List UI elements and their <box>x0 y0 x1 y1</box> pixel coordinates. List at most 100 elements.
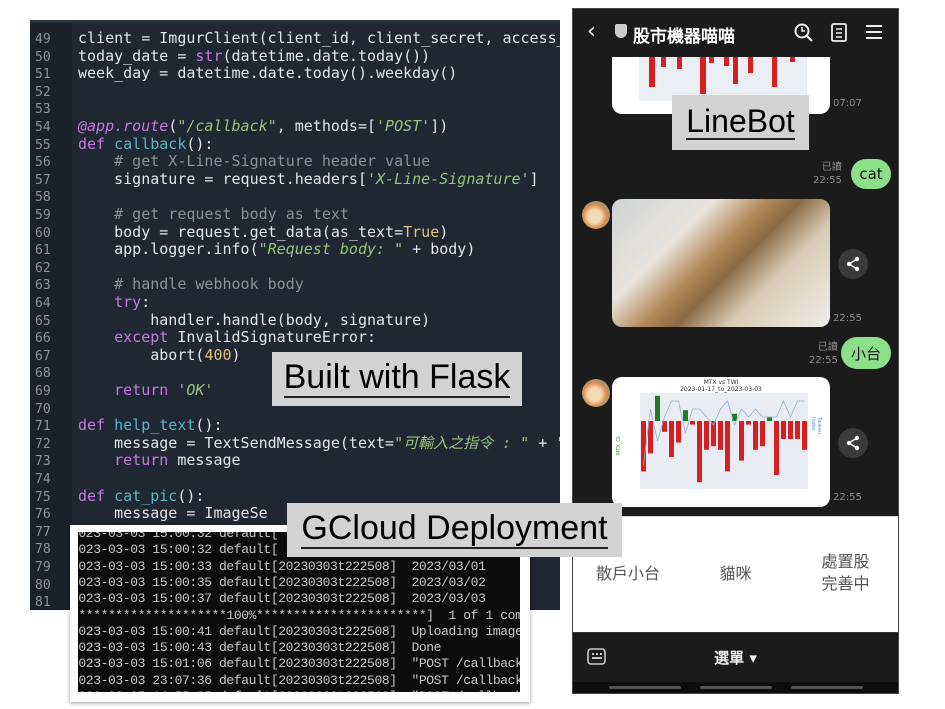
cat-photo[interactable] <box>612 199 830 327</box>
terminal-line: 2023-03-03 15:00:43 default[20230303t222… <box>78 640 442 656</box>
line-number: 73 <box>35 454 51 470</box>
chat-header: ‹ 股市機器喵喵 <box>573 9 898 57</box>
line-number: 67 <box>35 348 51 364</box>
sent-message-bubble[interactable]: 小台 <box>841 337 891 369</box>
code-line: 77 <box>30 523 78 541</box>
code-token: def <box>78 134 115 153</box>
code-token: week_day = datetime.date.today().weekday… <box>78 64 458 83</box>
code-line: 76 message = ImageSe <box>30 504 268 523</box>
code-token: ] <box>529 169 539 188</box>
bot-avatar[interactable] <box>582 201 610 229</box>
rich-menu-item-retail-mtx[interactable]: 散戶小台 <box>595 564 660 583</box>
terminal-line: 2023-03-03 23:07:36 default[20230303t222… <box>78 672 520 688</box>
code-line: 52 <box>30 83 78 101</box>
line-number: 49 <box>35 32 51 47</box>
code-token: callback <box>114 134 187 153</box>
code-token: help_text <box>114 416 196 435</box>
code-token: (): <box>195 416 223 435</box>
code-token: message = TextSendMessage(text= <box>78 433 395 452</box>
code-token: "\n" <box>556 434 560 452</box>
code-line: 66 except InvalidSignatureError: <box>30 328 376 347</box>
code-token: return <box>78 381 178 399</box>
terminal-line: *********************100%***************… <box>78 607 520 623</box>
shield-icon <box>615 24 627 38</box>
nav-home[interactable] <box>700 686 772 689</box>
rich-menu-item-cat[interactable]: 貓咪 <box>719 564 752 583</box>
code-line: 54@app.route("/callback", methods=['POST… <box>30 117 449 136</box>
code-token: # get request body as text <box>78 205 349 223</box>
hamburger-menu-icon[interactable] <box>865 24 883 40</box>
read-status: 已讀 <box>817 342 838 353</box>
bottom-bar: 選單 ▾ <box>573 632 898 682</box>
chart-bar <box>683 410 688 421</box>
code-token: client = ImgurClient(client_id, client_s… <box>78 29 560 47</box>
chart-bar <box>641 421 646 472</box>
line-number: 74 <box>35 472 51 487</box>
chevron-left-icon[interactable]: ‹ <box>587 19 596 44</box>
code-line: 59 # get request body as text <box>30 205 349 224</box>
terminal-line: 2023-03-05 14:55:35 default[20230303t222… <box>78 689 520 692</box>
code-token: (datetime.date.today()) <box>222 46 431 65</box>
nav-recent[interactable] <box>609 686 681 689</box>
code-line: 57 signature = request.headers['X-Line-S… <box>30 169 539 189</box>
code-line: 63 # handle webhook body <box>30 276 304 294</box>
code-token: @app.route <box>78 117 169 135</box>
notes-icon[interactable] <box>831 23 847 42</box>
sent-message-bubble[interactable]: cat <box>851 159 891 189</box>
message-time: 22:55 <box>833 492 862 503</box>
line-number: 56 <box>35 155 51 171</box>
code-line: 65 handler.handle(body, signature) <box>30 311 430 330</box>
chart-subtitle: 2023-01-17_to_2023-03-03 <box>680 386 762 393</box>
line-number: 78 <box>35 542 51 558</box>
code-line: 80 <box>30 576 78 594</box>
code-token: "/callback" <box>177 117 277 135</box>
code-token: message = ImageSe <box>78 504 268 523</box>
code-token: body = request.get_data(as_text= <box>78 222 404 241</box>
code-token: except <box>78 328 178 347</box>
code-token: , methods=[ <box>276 117 377 135</box>
message-time: 22:55 <box>809 355 838 366</box>
menu-toggle-button[interactable]: 選單 ▾ <box>714 649 757 667</box>
share-icon[interactable] <box>838 249 868 279</box>
line-number: 60 <box>35 225 51 241</box>
chart-right-axis-label: Taiwan Index <box>810 417 822 435</box>
chart-bar <box>732 413 737 421</box>
code-line: 60 body = request.get_data(as_text=True) <box>30 222 448 242</box>
rich-menu-item-disposal-stocks[interactable]: 處置股 完善中 <box>821 552 870 593</box>
code-token: app.logger.info( <box>78 240 259 259</box>
code-line: 81 <box>30 593 78 610</box>
flask-caption-text: Built with Flask <box>283 358 511 398</box>
chart-bar <box>788 421 793 439</box>
code-token: # get X-Line-Signature header value <box>78 152 431 171</box>
share-icon[interactable] <box>838 428 868 458</box>
line-number: 52 <box>35 84 51 100</box>
chart-bar <box>711 421 716 447</box>
code-token: + body) <box>403 240 476 259</box>
code-line: 70 <box>30 400 78 418</box>
code-token: abort( <box>78 345 205 364</box>
line-number: 64 <box>35 296 51 311</box>
code-token: 400 <box>204 345 232 364</box>
code-token: ]) <box>430 117 449 135</box>
keyboard-icon[interactable] <box>587 648 606 665</box>
message-time: 22:55 <box>833 313 862 324</box>
line-number: 66 <box>35 331 51 347</box>
message-time: 07:07 <box>833 98 862 109</box>
code-line: 64 try: <box>30 293 150 312</box>
line-number: 69 <box>35 384 51 399</box>
nav-back[interactable] <box>791 686 863 689</box>
line-number: 81 <box>35 595 51 610</box>
code-token: # handle webhook body <box>78 275 304 294</box>
bot-avatar[interactable] <box>582 379 610 407</box>
code-token: ( <box>168 117 178 135</box>
chart-plot-area <box>640 393 808 489</box>
search-clock-icon[interactable] <box>794 23 814 43</box>
mtx-chart <box>640 393 808 489</box>
